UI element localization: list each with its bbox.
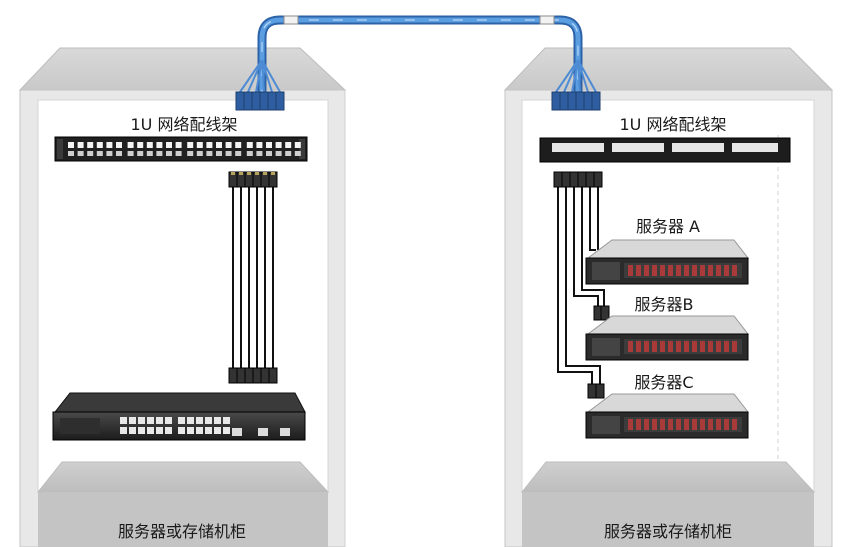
right-patch-panel-label: 1U 网络配线架 [620, 115, 727, 134]
left-patch-panel [54, 136, 308, 162]
trunk-cable [257, 15, 583, 100]
left-patch-cords [228, 171, 278, 384]
right-cord-plugs [553, 171, 610, 399]
server-c [585, 393, 750, 439]
right-patch-panel [539, 137, 791, 163]
left-patch-panel-label: 1U 网络配线架 [131, 115, 238, 134]
left-fanout [235, 59, 285, 111]
right-cabinet-label: 服务器或存储机柜 [604, 522, 732, 541]
server-a [585, 239, 750, 285]
right-fanout [551, 59, 601, 111]
right-patch-cords [557, 185, 605, 386]
server-c-label: 服务器C [634, 373, 693, 392]
server-a-label: 服务器 A [636, 217, 700, 236]
server-b [585, 315, 750, 361]
network-switch [52, 392, 306, 441]
server-b-label: 服务器B [635, 295, 694, 314]
left-cabinet-label: 服务器或存储机柜 [118, 522, 246, 541]
